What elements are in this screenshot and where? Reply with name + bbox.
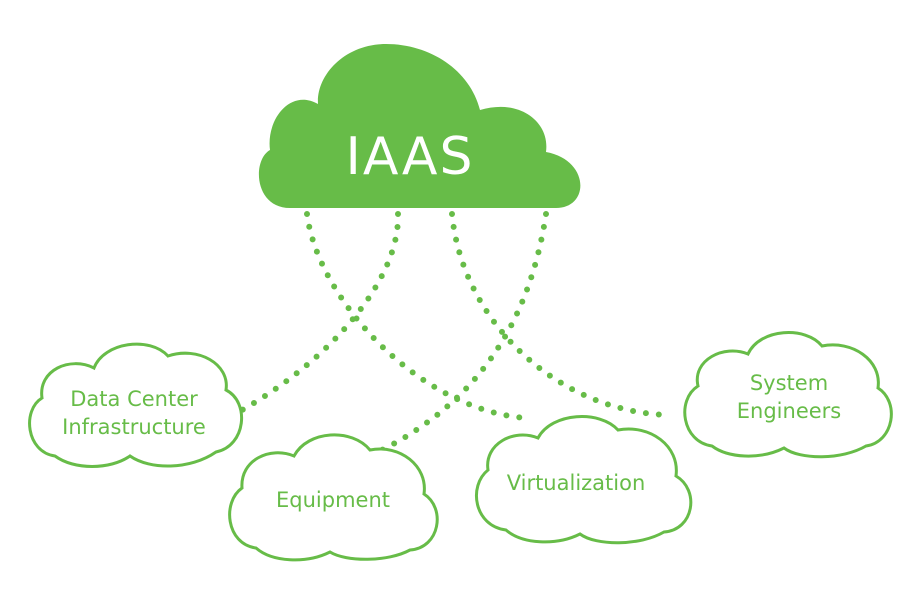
cloud-equipment-shape: [228, 433, 439, 562]
cloud-system-engineers-label-line1: System: [750, 371, 828, 395]
cloud-system-engineers: System Engineers: [683, 331, 893, 459]
cloud-virtualization-label: Virtualization: [507, 471, 646, 495]
connector-to-system-engineers: [449, 211, 669, 418]
connector-to-virtualization: [304, 211, 529, 421]
cloud-data-center-label-line1: Data Center: [70, 387, 198, 411]
cloud-data-center: Data Center Infrastructure: [28, 342, 244, 468]
cloud-data-center-shape: [28, 342, 244, 468]
cloud-data-center-label-line2: Infrastructure: [62, 415, 206, 439]
connector-to-equipment: [379, 211, 549, 453]
main-cloud: IAAS: [258, 44, 581, 208]
cloud-virtualization: Virtualization: [474, 415, 693, 545]
cloud-system-engineers-shape: [683, 331, 893, 459]
connector-to-data-center: [239, 211, 402, 413]
cloud-equipment-label: Equipment: [276, 488, 390, 512]
main-cloud-label: IAAS: [346, 127, 475, 187]
cloud-equipment: Equipment: [228, 433, 439, 562]
main-cloud-shape: [258, 44, 581, 208]
cloud-system-engineers-label-line2: Engineers: [737, 399, 841, 423]
cloud-virtualization-shape: [474, 415, 693, 545]
